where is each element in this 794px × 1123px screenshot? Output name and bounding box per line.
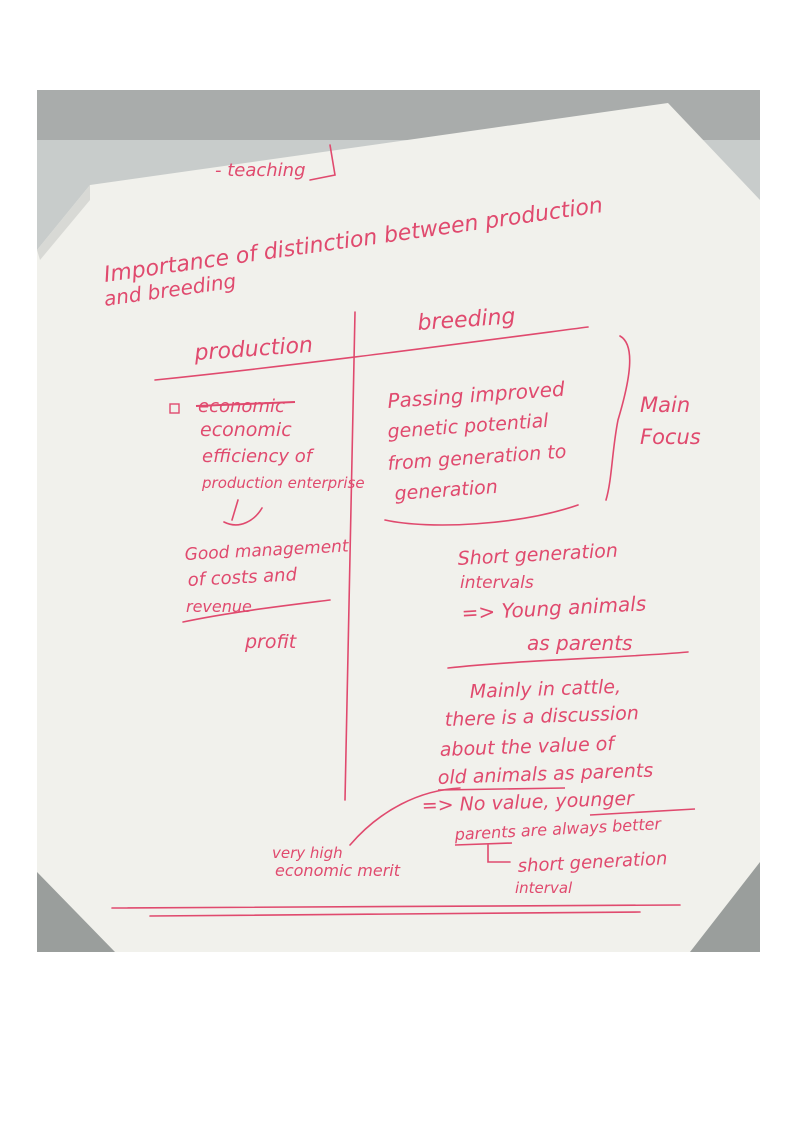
vertical-divider bbox=[344, 311, 356, 801]
whiteboard-surface bbox=[37, 103, 760, 952]
merit-line-1: very high bbox=[272, 844, 343, 862]
top-fragment-bracket bbox=[309, 144, 336, 181]
parents-underbrace bbox=[447, 651, 689, 669]
horizontal-divider bbox=[154, 326, 589, 381]
bottom-line-2 bbox=[149, 911, 641, 917]
crossed-out-word: economic bbox=[198, 396, 285, 417]
short-interval-line-2: interval bbox=[515, 879, 573, 897]
production-line-3: production enterprise bbox=[201, 474, 365, 492]
top-fragment: - teaching bbox=[215, 160, 306, 181]
revenue-underbrace bbox=[182, 599, 331, 623]
younger-underline bbox=[589, 808, 696, 816]
good-line-3: revenue bbox=[186, 597, 252, 616]
profit-label: profit bbox=[244, 631, 298, 653]
checkbox-icon bbox=[169, 403, 180, 414]
cattle-line-1: Mainly in cattle, bbox=[469, 676, 621, 703]
production-line-1: economic bbox=[200, 419, 292, 441]
interval-arrow bbox=[487, 844, 511, 863]
main-focus-line-2: Focus bbox=[640, 425, 701, 449]
main-focus-brace bbox=[605, 335, 631, 501]
breeding-underbrace bbox=[384, 504, 579, 526]
merit-line-2: economic merit bbox=[275, 861, 401, 880]
young-line-2: as parents bbox=[527, 631, 632, 655]
parents-underline bbox=[454, 842, 513, 846]
main-focus-line-1: Main bbox=[640, 393, 690, 417]
production-line-2: efficiency of bbox=[202, 446, 315, 467]
strike-through bbox=[195, 401, 296, 407]
bottom-line-1 bbox=[111, 904, 681, 909]
short-gen-line-2: intervals bbox=[460, 573, 534, 593]
down-arrow bbox=[223, 499, 263, 526]
old-animals-underline bbox=[437, 787, 566, 791]
board-shadow bbox=[37, 185, 90, 260]
